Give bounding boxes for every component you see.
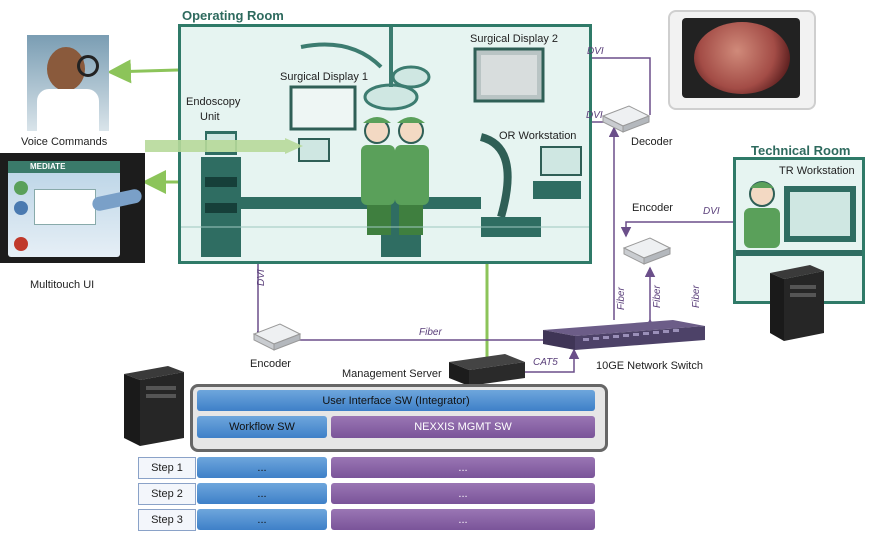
operating-room-title: Operating Room (182, 8, 284, 23)
voice-link (107, 59, 179, 84)
step-1-nexxis: ... (331, 457, 595, 478)
step-2-nexxis: ... (331, 483, 595, 504)
dvi-link-label-top: DVI (587, 46, 604, 57)
step-1-label: Step 1 (138, 457, 196, 479)
workflow-sw-bar: Workflow SW (197, 416, 327, 438)
fiber-link-label-v1: Fiber (616, 287, 627, 310)
multitouch-photo: MEDIATE (0, 153, 145, 263)
step-2-workflow: ... (197, 483, 327, 504)
fiber-link-label-v3: Fiber (691, 285, 702, 308)
encoder-main-label: Encoder (250, 358, 291, 370)
operating-room-scene (178, 24, 592, 264)
tr-workstation-label: TR Workstation (779, 165, 855, 177)
management-server-device (449, 354, 525, 386)
encoder-main-device (252, 323, 302, 351)
voice-commands-label: Voice Commands (21, 136, 108, 148)
decoder-label: Decoder (631, 136, 673, 148)
ui-sw-bar: User Interface SW (Integrator) (197, 390, 595, 411)
dvi-link-label-mid: DVI (586, 110, 603, 121)
surgical-display-2-label: Surgical Display 2 (470, 33, 559, 45)
endoscopy-unit-label-2: Unit (200, 111, 220, 123)
step-3-label: Step 3 (138, 509, 196, 531)
or-workstation-label: OR Workstation (499, 130, 577, 142)
dvi-tr-encoder (620, 221, 742, 238)
voice-commands-photo (27, 35, 109, 131)
step-3-workflow: ... (197, 509, 327, 530)
management-server-label: Management Server (342, 368, 442, 380)
technical-room-scene (733, 157, 865, 304)
network-switch-device (543, 320, 705, 350)
tr-server-tower (770, 265, 824, 341)
cat5-link (522, 348, 580, 373)
step-2-label: Step 2 (138, 483, 196, 505)
multitouch-ui-label: Multitouch UI (30, 279, 95, 291)
encoder-tr-device (622, 237, 672, 265)
endoscopy-unit-label-1: Endoscopy (186, 96, 241, 108)
fiber-link-label-v2: Fiber (652, 285, 663, 308)
network-switch-label: 10GE Network Switch (596, 360, 703, 372)
step-3-nexxis: ... (331, 509, 595, 530)
software-server-tower (124, 366, 184, 446)
dvi-link-label-tr: DVI (703, 206, 720, 217)
surgical-display-1-label: Surgical Display 1 (280, 71, 369, 83)
surgical-monitor-photo (668, 10, 816, 110)
control-arrow (145, 138, 303, 154)
technical-room-illustration (736, 181, 862, 256)
decoder-device (601, 105, 651, 133)
nexxis-sw-bar: NEXXIS MGMT SW (331, 416, 595, 438)
encoder-tr-label: Encoder (632, 202, 673, 214)
dvi-link-label-vertical: DVI (256, 269, 267, 286)
fiber-link-label-h: Fiber (419, 327, 442, 338)
step-1-workflow: ... (197, 457, 327, 478)
cat5-link-label: CAT5 (533, 357, 558, 368)
technical-room-title: Technical Room (751, 143, 851, 158)
touchscreen-brand: MEDIATE (30, 162, 66, 171)
